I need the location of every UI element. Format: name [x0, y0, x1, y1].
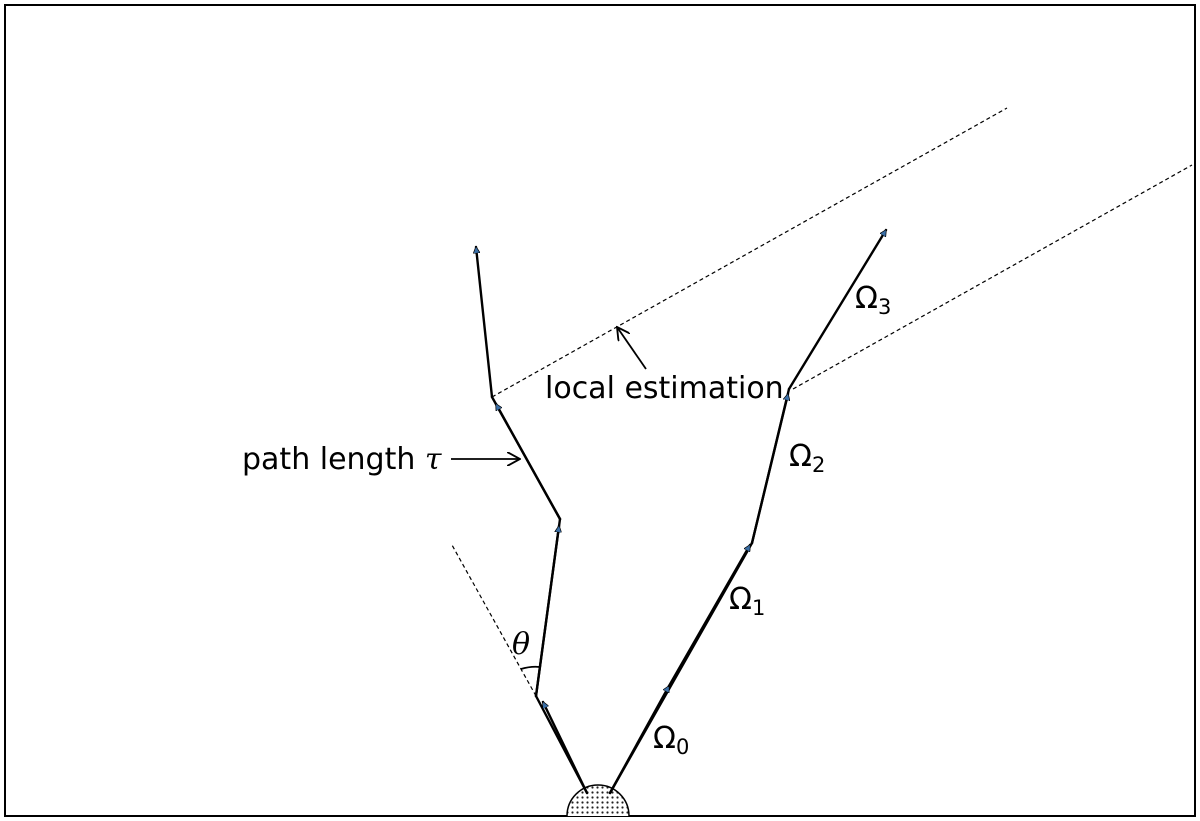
theta-angle-arc [520, 665, 541, 670]
omega2-label: Ω2 [789, 439, 825, 477]
left-photon-path [476, 245, 589, 795]
omega2-symbol: Ω [789, 439, 812, 474]
omega3-subscript: 3 [878, 295, 891, 319]
incident-direction-extension [451, 544, 537, 697]
omega1-label: Ω1 [729, 582, 765, 620]
tau-symbol: τ [425, 442, 442, 477]
right-photon-path [608, 230, 888, 795]
omega2-subscript: 2 [812, 453, 825, 477]
path-length-label: path length τ [242, 442, 442, 477]
omega3-label: Ω3 [855, 281, 891, 319]
theta-label: θ [512, 627, 530, 662]
left-segment-2-arrow [494, 404, 562, 521]
estimation-line-left [491, 107, 1008, 398]
left-segment-3 [476, 245, 494, 399]
omega0-label: Ω0 [653, 721, 689, 759]
omega1-symbol: Ω [729, 582, 752, 617]
right-segment-2-arrow [750, 394, 788, 545]
local-estimation-label: local estimation [545, 371, 784, 406]
right-segment-3 [787, 230, 888, 391]
left-segment-0-arrow [541, 702, 589, 795]
right-segment-1-arrow [667, 545, 752, 688]
estimation-line-right [792, 164, 1193, 390]
right-segment-0-arrow [608, 686, 671, 795]
source-emitter [566, 784, 630, 816]
omega1-subscript: 1 [752, 596, 765, 620]
local-estimation-pointer [617, 327, 647, 370]
diagram-frame [4, 4, 1196, 817]
omega0-symbol: Ω [653, 721, 676, 756]
omega0-subscript: 0 [676, 735, 689, 759]
path-length-text: path length [242, 442, 425, 477]
omega3-symbol: Ω [855, 281, 878, 316]
